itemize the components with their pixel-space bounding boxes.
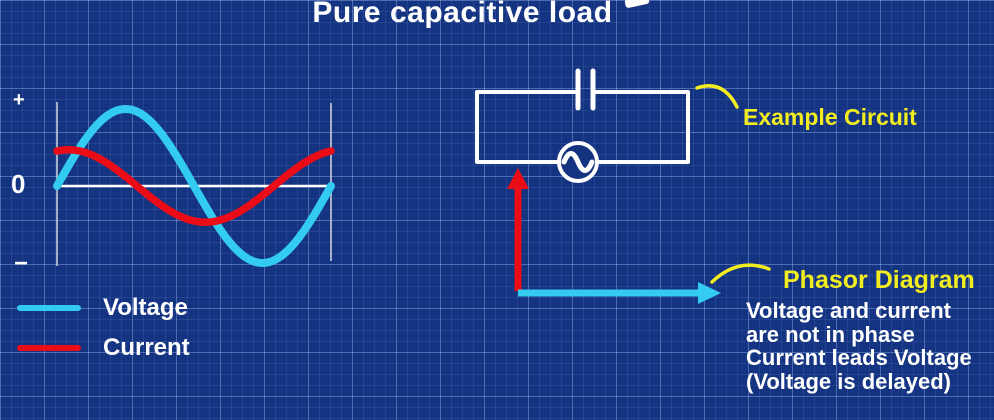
page-title: Pure capacitive load — [312, 0, 613, 29]
current-line-swatch — [17, 344, 81, 351]
waveform-legend: Voltage Current — [17, 289, 190, 366]
phasor-diagram-label: Phasor Diagram — [783, 266, 975, 294]
circuit-diagram — [475, 68, 690, 183]
phasor-description-line: Voltage and current — [746, 298, 951, 323]
phasor-description-line: (Voltage is delayed) — [746, 368, 951, 394]
phasor-description: Voltage and current are not in phase Cur… — [746, 299, 972, 393]
phasor-diagram — [507, 168, 721, 304]
y-tick-plus: + — [13, 89, 25, 111]
y-tick-minus: − — [14, 250, 29, 277]
legend-label-current: Current — [103, 333, 190, 361]
ac-source-circle — [557, 141, 599, 183]
circuit-wire — [475, 90, 690, 164]
ac-source-sine-icon — [561, 151, 595, 173]
current-phasor-arrowhead — [507, 168, 529, 189]
waveform-axes — [56, 102, 332, 266]
voltage-line-swatch — [17, 304, 81, 311]
voltage-phasor-arrowhead — [698, 282, 721, 304]
phasor-description-line: are not in phase — [746, 321, 915, 347]
legend-item-voltage: Voltage — [17, 289, 190, 326]
pen-mark — [624, 0, 650, 9]
example-circuit-callout-arrow — [695, 84, 739, 109]
voltage-wave — [53, 104, 335, 268]
phasor-description-line: Current leads Voltage — [746, 345, 972, 370]
current-wave — [53, 146, 335, 226]
legend-item-current: Current — [17, 329, 190, 366]
legend-label-voltage: Voltage — [103, 293, 188, 321]
y-tick-zero: 0 — [11, 169, 26, 199]
example-circuit-label: Example Circuit — [743, 104, 917, 130]
phasor-callout-arrow — [710, 263, 771, 284]
